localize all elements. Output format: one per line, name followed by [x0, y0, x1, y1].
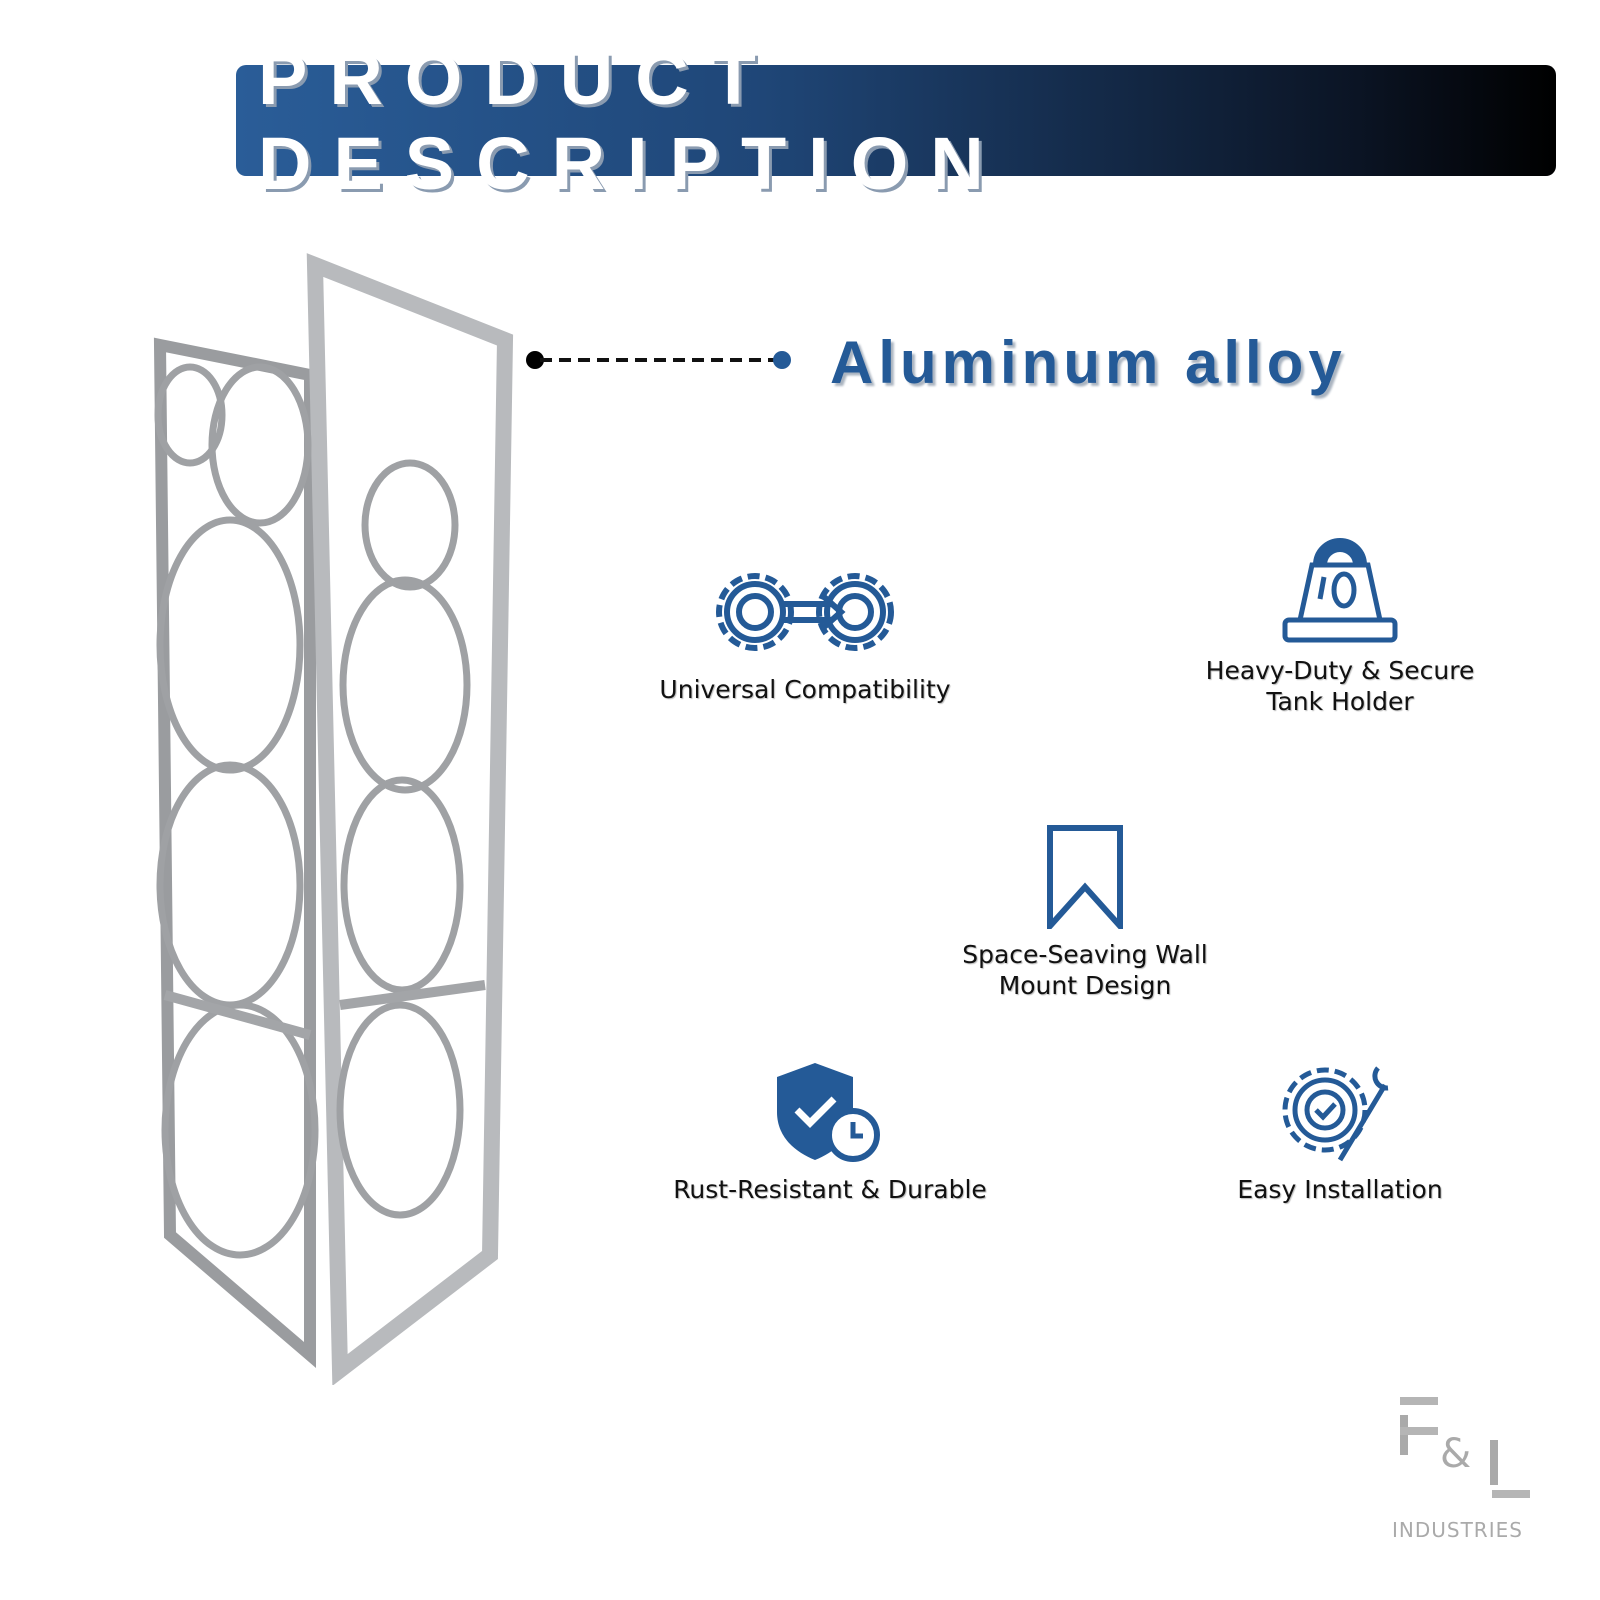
- feature-label-line1: Space-Seaving Wall: [962, 940, 1208, 969]
- product-image-rack: [153, 253, 514, 1385]
- header-banner: PRODUCT DESCRIPTION: [236, 37, 1556, 205]
- weight-icon: [1282, 538, 1398, 643]
- gear-wrench-icon: [1282, 1066, 1389, 1162]
- feature-label: Rust-Resistant & Durable: [673, 1175, 987, 1204]
- feature-label: Easy Installation: [1237, 1175, 1443, 1204]
- gears-arrow-icon: [716, 573, 894, 651]
- feature-easy-installation: Easy Installation: [1195, 1060, 1485, 1205]
- material-label: Aluminum alloy: [830, 329, 1347, 396]
- feature-rust-resistant: Rust-Resistant & Durable: [665, 1060, 995, 1205]
- feature-wall-mount: Space-Seaving Wall Mount Design: [940, 825, 1230, 1001]
- shield-clock-icon: [777, 1063, 880, 1162]
- page-title: PRODUCT DESCRIPTION: [258, 36, 1006, 205]
- brand-logo: &: [1400, 1397, 1530, 1498]
- svg-text:&: &: [1440, 1431, 1471, 1477]
- feature-label-line2: Tank Holder: [1266, 687, 1414, 716]
- feature-label-line1: Heavy-Duty & Secure: [1205, 656, 1475, 685]
- brand-logo-text: INDUSTRIES: [1392, 1518, 1523, 1542]
- feature-universal-compatibility: Universal Compatibility: [655, 560, 955, 705]
- callout-line: [526, 351, 791, 369]
- feature-label-line2: Mount Design: [998, 971, 1172, 1000]
- feature-heavy-duty: Heavy-Duty & Secure Tank Holder: [1190, 535, 1490, 717]
- bookmark-icon: [1047, 825, 1123, 929]
- feature-label: Universal Compatibility: [659, 675, 951, 704]
